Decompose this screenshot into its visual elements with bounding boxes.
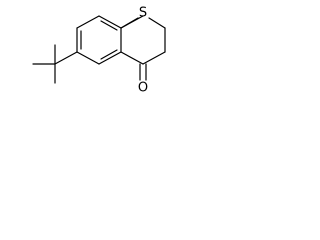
molecule-structure: S O bbox=[32, 6, 166, 96]
bond-ring-c4a-c8a bbox=[98, 51, 122, 65]
bond-sulfur-c2 bbox=[148, 17, 166, 29]
bond-c3-c4 bbox=[142, 51, 166, 65]
bond-c8a-sulfur bbox=[120, 17, 139, 29]
bond-ring-tbutyl bbox=[54, 51, 78, 65]
atom-label-oxygen: O bbox=[138, 81, 148, 96]
bond-ring-c8-c7 bbox=[98, 15, 122, 29]
bond-c4-c4a bbox=[120, 51, 144, 65]
atom-label-sulfur: S bbox=[139, 6, 147, 21]
bond-aromatic-inner-3 bbox=[100, 49, 118, 60]
bond-ring-c7-c6 bbox=[76, 15, 100, 29]
bond-aromatic-inner-1 bbox=[100, 20, 118, 31]
bond-ring-c5-c4a bbox=[76, 51, 100, 65]
